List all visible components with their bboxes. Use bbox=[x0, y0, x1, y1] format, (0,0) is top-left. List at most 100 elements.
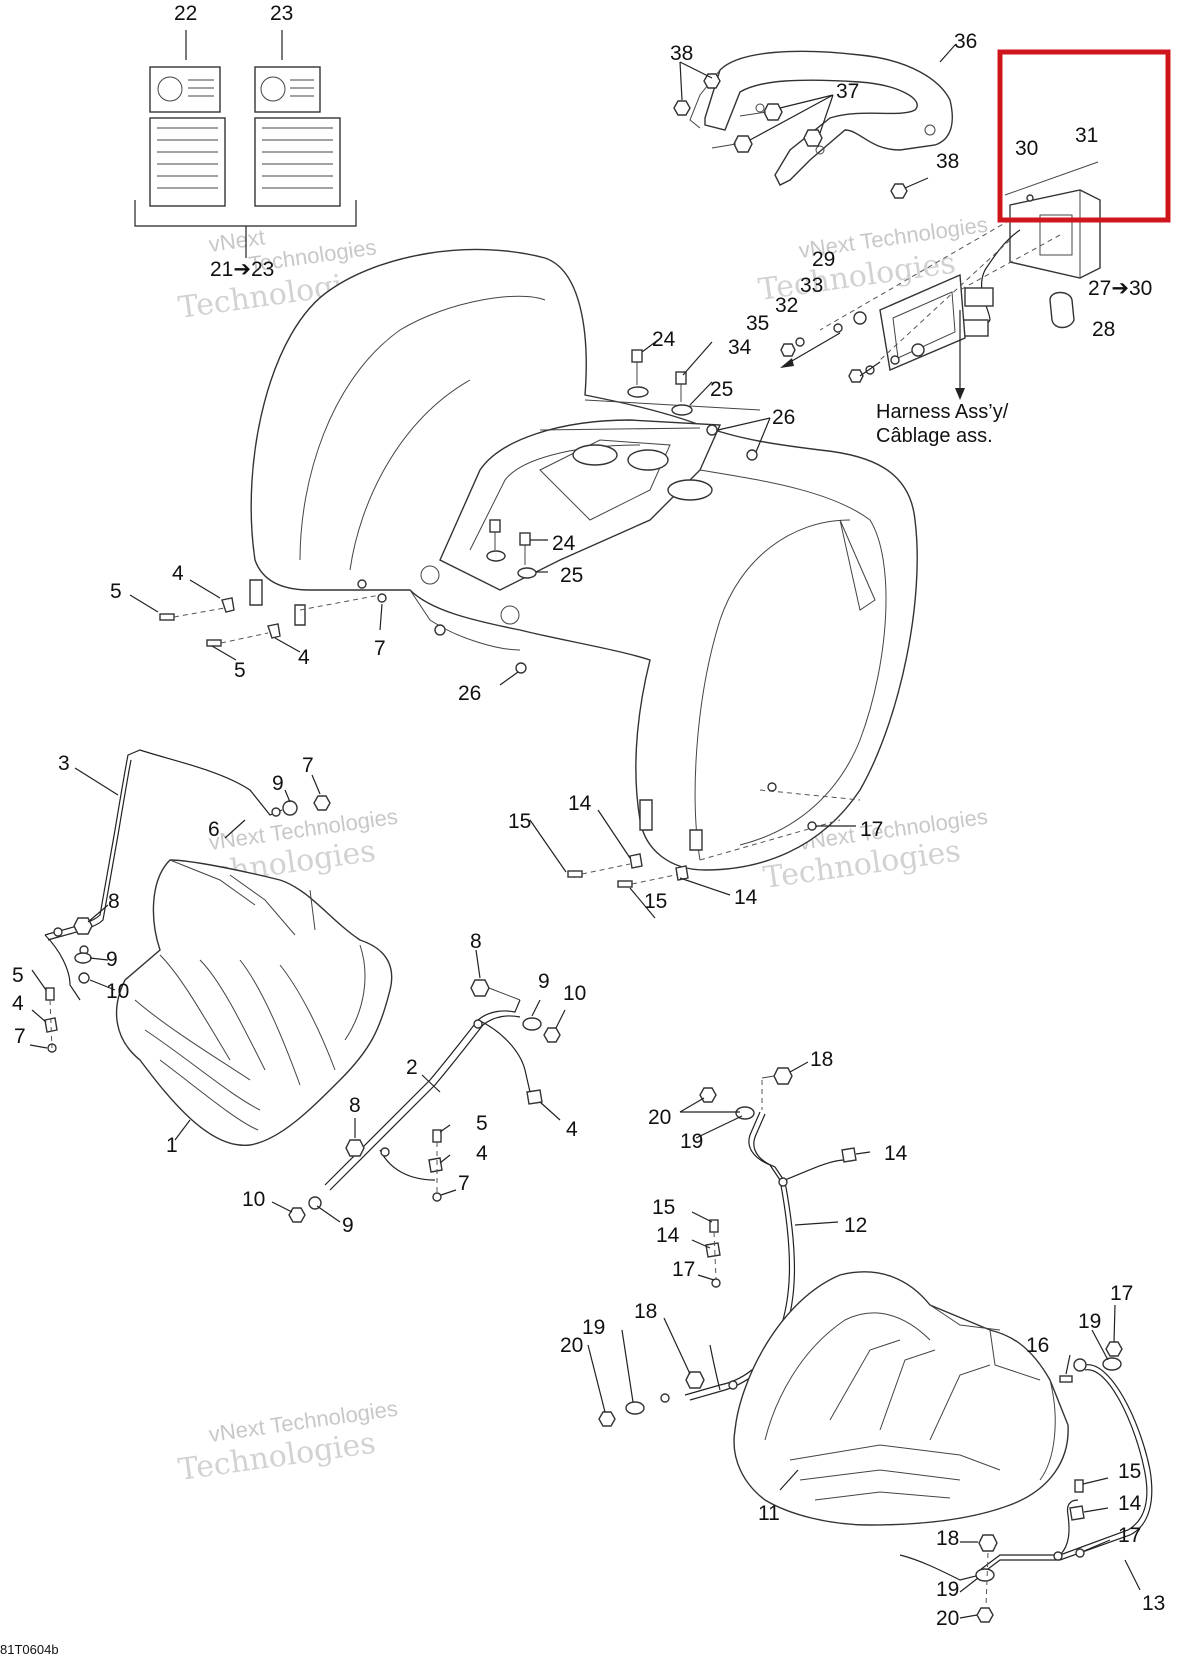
nut bbox=[434, 624, 446, 636]
part-label: 12 bbox=[844, 1214, 867, 1237]
part-label: 31 bbox=[1075, 124, 1098, 147]
part-label: 8 bbox=[108, 890, 120, 913]
washer bbox=[671, 404, 693, 416]
tail-light-bulb bbox=[1049, 291, 1075, 329]
harness-callout-line1: Harness Ass’y/ bbox=[876, 401, 1009, 423]
hex-nut bbox=[598, 1411, 616, 1427]
mounting-tab bbox=[639, 799, 653, 831]
screw bbox=[45, 987, 55, 1001]
hex-bolt bbox=[345, 1139, 365, 1157]
part-label: 21➔23 bbox=[210, 258, 274, 281]
part-label: 25 bbox=[710, 378, 733, 401]
washer bbox=[1102, 1357, 1122, 1371]
handle-fasteners bbox=[673, 44, 956, 199]
mounting-tab bbox=[689, 829, 703, 851]
part-label: 11 bbox=[758, 1502, 780, 1525]
mounting-tab bbox=[249, 579, 263, 606]
fender-outline bbox=[250, 248, 918, 871]
part-label: 4 bbox=[566, 1118, 578, 1141]
part-label: 19 bbox=[1078, 1310, 1101, 1333]
hex-bolt bbox=[978, 1534, 998, 1552]
cup-holder bbox=[572, 444, 618, 466]
part-label: 24 bbox=[652, 328, 676, 351]
front-brace-2 bbox=[174, 949, 566, 1223]
part-label: 17 bbox=[1118, 1524, 1141, 1547]
washer bbox=[74, 952, 92, 964]
part-label: 17 bbox=[860, 818, 883, 841]
screw bbox=[159, 606, 231, 621]
part-label: 19 bbox=[582, 1316, 605, 1339]
clip-nut bbox=[629, 853, 643, 869]
cup-holder bbox=[667, 479, 713, 501]
washer bbox=[522, 1017, 542, 1031]
nut bbox=[746, 449, 758, 461]
part-label: 18 bbox=[810, 1048, 833, 1071]
part-label: 15 bbox=[508, 810, 531, 833]
hex-nut bbox=[313, 795, 331, 811]
fender-fasteners bbox=[129, 339, 771, 686]
part-label: 14 bbox=[568, 792, 592, 815]
hex-nut bbox=[1105, 1341, 1123, 1357]
hex-nut bbox=[673, 100, 691, 116]
hex-nut bbox=[543, 1027, 561, 1043]
part-label: 4 bbox=[298, 646, 310, 669]
mounting-tab bbox=[294, 604, 306, 626]
washer bbox=[486, 550, 506, 562]
part-label: 33 bbox=[800, 274, 823, 297]
part-label: 23 bbox=[270, 2, 293, 25]
part-label: 14 bbox=[734, 886, 758, 909]
environment-decal-large bbox=[254, 117, 341, 207]
part-label: 26 bbox=[458, 682, 481, 705]
part-label: 8 bbox=[470, 930, 482, 953]
part-label: 38 bbox=[670, 42, 693, 65]
rear-fender-lower-fasteners bbox=[529, 782, 861, 919]
hex-nut bbox=[848, 369, 864, 383]
rear-lower-fender bbox=[733, 1271, 1069, 1526]
part-label: 25 bbox=[560, 564, 583, 587]
part-label: 14 bbox=[656, 1224, 680, 1247]
clip-nut bbox=[1069, 1505, 1085, 1521]
hex-bolt bbox=[685, 1371, 705, 1389]
tail-light-screw bbox=[1004, 161, 1099, 196]
screw bbox=[432, 1129, 442, 1143]
part-label: 10 bbox=[106, 980, 129, 1003]
highlight-box bbox=[997, 49, 1171, 223]
push-rivet bbox=[519, 532, 531, 565]
part-label: 4 bbox=[12, 992, 24, 1015]
environment-decal-small bbox=[254, 66, 321, 113]
push-rivet bbox=[489, 519, 501, 550]
screw bbox=[1059, 1375, 1073, 1383]
part-label: 24 bbox=[552, 532, 576, 555]
washer bbox=[911, 343, 925, 357]
hex-nut bbox=[780, 343, 796, 357]
part-label: 14 bbox=[884, 1142, 908, 1165]
washer bbox=[282, 800, 298, 816]
part-label: 28 bbox=[1092, 318, 1115, 341]
nut bbox=[515, 662, 527, 674]
part-label: 10 bbox=[242, 1188, 265, 1211]
rear-lower-fender-outline bbox=[733, 1271, 1069, 1526]
part-label: 15 bbox=[644, 890, 667, 913]
clip-nut bbox=[675, 865, 689, 881]
decal-wheel-icon bbox=[260, 76, 286, 102]
push-rivet bbox=[631, 349, 643, 385]
part-label: 22 bbox=[174, 2, 197, 25]
nut bbox=[807, 821, 817, 831]
part-label: 4 bbox=[476, 1142, 488, 1165]
push-rivet bbox=[675, 371, 687, 402]
part-label: 7 bbox=[302, 754, 314, 777]
part-label: 20 bbox=[648, 1106, 671, 1129]
hex-nut bbox=[78, 972, 90, 984]
front-fender-outline bbox=[115, 859, 393, 1146]
rear-brace-13 bbox=[779, 1304, 1153, 1623]
part-label: 7 bbox=[458, 1172, 470, 1195]
clip-nut bbox=[221, 597, 235, 613]
part-label: 5 bbox=[110, 580, 122, 603]
harness-callout-line2: Câblage ass. bbox=[876, 425, 993, 447]
nut bbox=[432, 1192, 442, 1202]
rear-grab-handle bbox=[689, 50, 953, 186]
part-label: 8 bbox=[349, 1094, 361, 1117]
screw bbox=[1074, 1479, 1084, 1493]
